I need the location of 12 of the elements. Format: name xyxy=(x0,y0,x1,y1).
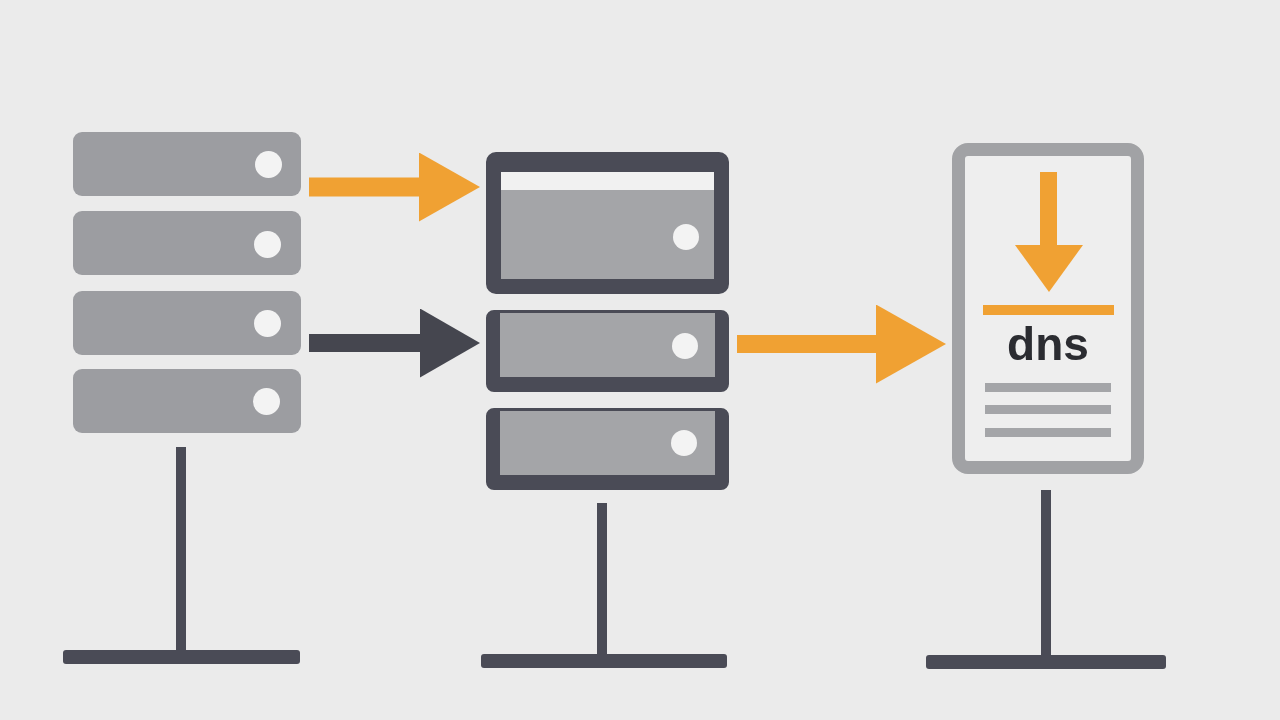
server-unit xyxy=(486,310,729,392)
arrow xyxy=(309,308,480,378)
server-unit xyxy=(486,152,729,294)
arrow xyxy=(737,304,946,384)
arrow xyxy=(309,152,480,222)
document-title: dns xyxy=(1007,321,1089,367)
server-unit xyxy=(486,408,729,490)
server-unit xyxy=(73,369,301,433)
server-unit xyxy=(73,132,301,196)
server-unit xyxy=(73,291,301,355)
document-card xyxy=(952,143,1144,474)
server-unit xyxy=(73,211,301,275)
